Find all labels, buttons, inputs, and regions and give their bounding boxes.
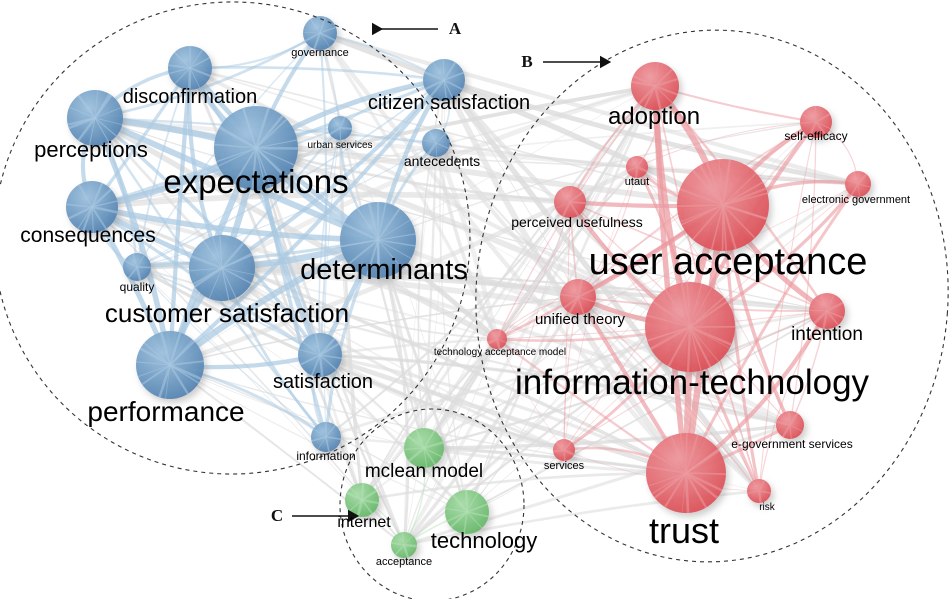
- cluster-a-boundary: [0, 1, 471, 475]
- cluster-c-boundary: [339, 408, 525, 599]
- cluster-tag-b: B: [521, 52, 533, 71]
- cluster-tag-a: A: [448, 19, 462, 38]
- cluster-b-boundary: [475, 29, 949, 563]
- cluster-tag-arrows: [292, 22, 612, 523]
- cluster-tag-c: C: [270, 506, 284, 525]
- node-spokes: [66, 16, 871, 558]
